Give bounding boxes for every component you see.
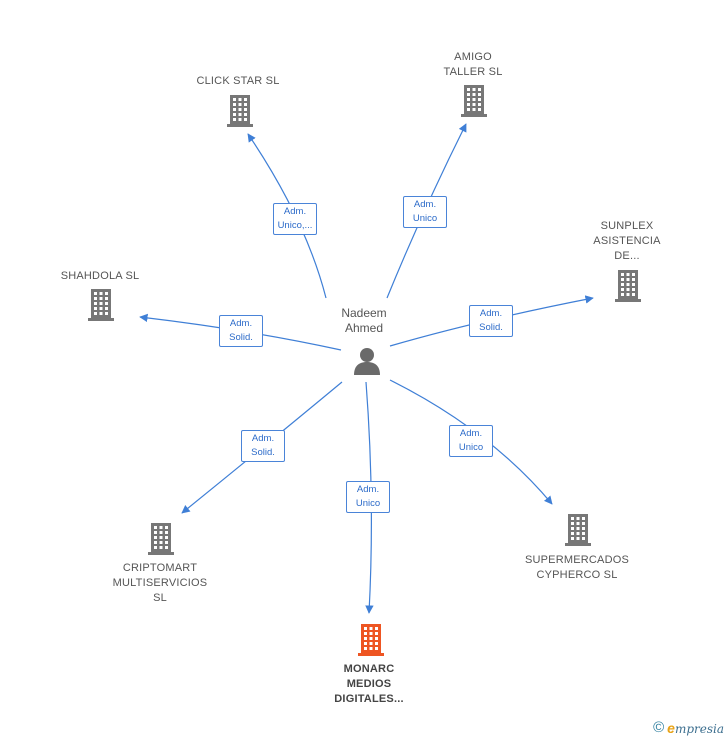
relation-badge-shahdola[interactable]: Adm. Solid.: [219, 315, 263, 347]
building-icon-click-star[interactable]: [227, 95, 253, 127]
company-name-sunplex[interactable]: SUNPLEX ASISTENCIA DE...: [593, 220, 661, 262]
relation-badge-sunplex[interactable]: Adm. Solid.: [469, 305, 513, 337]
person-name[interactable]: Nadeem Ahmed: [341, 306, 387, 335]
building-icon-amigo-taller[interactable]: [461, 85, 487, 117]
building-icon-monarc[interactable]: [358, 624, 384, 656]
building-icon-shahdola[interactable]: [88, 289, 114, 321]
company-name-shahdola[interactable]: SHAHDOLA SL: [60, 270, 140, 282]
relation-badge-monarc[interactable]: Adm. Unico: [346, 481, 390, 513]
relation-badge-criptomart[interactable]: Adm. Solid.: [241, 430, 285, 462]
empresia-logo[interactable]: empresia: [667, 719, 724, 736]
company-name-monarc[interactable]: MONARC MEDIOS DIGITALES...: [334, 663, 404, 705]
footer: © empresia: [653, 719, 724, 736]
company-name-click-star[interactable]: CLICK STAR SL: [196, 75, 280, 87]
relation-badge-click-star[interactable]: Adm. Unico,...: [273, 203, 317, 235]
company-name-criptomart[interactable]: CRIPTOMART MULTISERVICIOS SL: [112, 562, 208, 604]
company-name-supermercados[interactable]: SUPERMERCADOS CYPHERCO SL: [524, 554, 630, 581]
company-name-amigo-taller[interactable]: AMIGO TALLER SL: [443, 51, 503, 78]
building-icon-sunplex[interactable]: [615, 270, 641, 302]
relation-badge-amigo-taller[interactable]: Adm. Unico: [403, 196, 447, 228]
building-icon-supermercados[interactable]: [565, 514, 591, 546]
person-icon: [354, 348, 380, 375]
relation-badge-supermercados[interactable]: Adm. Unico: [449, 425, 493, 457]
building-icon-criptomart[interactable]: [148, 523, 174, 555]
copyright-symbol: ©: [653, 719, 665, 736]
